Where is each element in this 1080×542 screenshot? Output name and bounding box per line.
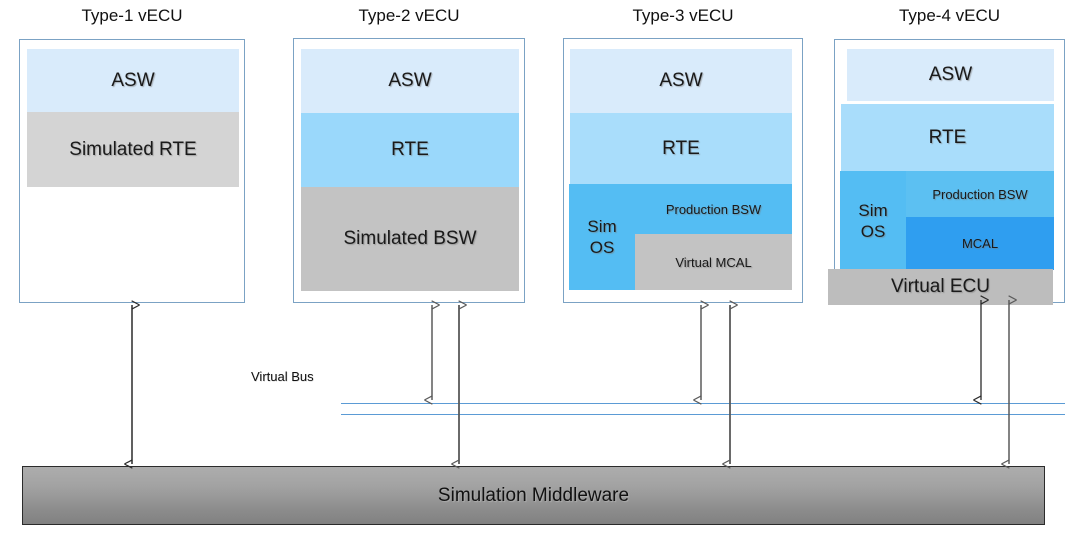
virtual-bus-line-top xyxy=(341,403,1065,404)
layer-production-bsw-type3[interactable]: Production BSW xyxy=(635,184,792,234)
sim-os-line2: OS xyxy=(589,238,615,257)
layer-rte-type4[interactable]: RTE xyxy=(841,104,1054,171)
sim-os-line2: OS xyxy=(860,221,886,241)
layer-rte-type2[interactable]: RTE xyxy=(301,113,519,187)
vecu-box-type1[interactable]: ASW Simulated RTE xyxy=(19,39,245,303)
layer-asw-type2[interactable]: ASW xyxy=(301,49,519,113)
layer-production-bsw-type4[interactable]: Production BSW xyxy=(906,171,1054,217)
layer-sim-os-type3[interactable]: Sim OS xyxy=(569,184,635,290)
column-title-type1: Type-1 vECU xyxy=(81,6,183,25)
layer-simulated-rte-type1[interactable]: Simulated RTE xyxy=(27,112,239,187)
layer-asw-type3[interactable]: ASW xyxy=(570,49,792,113)
sim-os-line1: Sim xyxy=(587,217,617,236)
column-title-type2: Type-2 vECU xyxy=(358,6,460,25)
layer-asw-type1[interactable]: ASW xyxy=(27,49,239,112)
layer-simulated-bsw-type2[interactable]: Simulated BSW xyxy=(301,187,519,291)
column-title-type4: Type-4 vECU xyxy=(898,6,1001,25)
sim-os-line1: Sim xyxy=(858,200,888,220)
layer-mcal-type4[interactable]: MCAL xyxy=(906,217,1054,270)
layer-asw-type4[interactable]: ASW xyxy=(847,49,1054,101)
virtual-bus-line-bottom xyxy=(341,414,1065,415)
column-title-type3: Type-3 vECU xyxy=(632,6,734,25)
vecu-box-type2[interactable]: ASW RTE Simulated BSW xyxy=(293,38,525,303)
vecu-box-type3[interactable]: ASW RTE Sim OS Production BSW Virtual MC… xyxy=(563,38,803,303)
vecu-box-type4[interactable]: ASW RTE Sim OS Production BSW MCAL xyxy=(834,39,1065,303)
layer-rte-type3[interactable]: RTE xyxy=(570,113,792,184)
layer-sim-os-type4[interactable]: Sim OS xyxy=(840,171,906,270)
layer-virtual-mcal-type3[interactable]: Virtual MCAL xyxy=(635,234,792,290)
layer-virtual-ecu-type4[interactable]: Virtual ECU xyxy=(828,269,1053,305)
virtual-bus-label: Virtual Bus xyxy=(251,369,314,384)
simulation-middleware-bar[interactable]: Simulation Middleware xyxy=(22,466,1045,525)
